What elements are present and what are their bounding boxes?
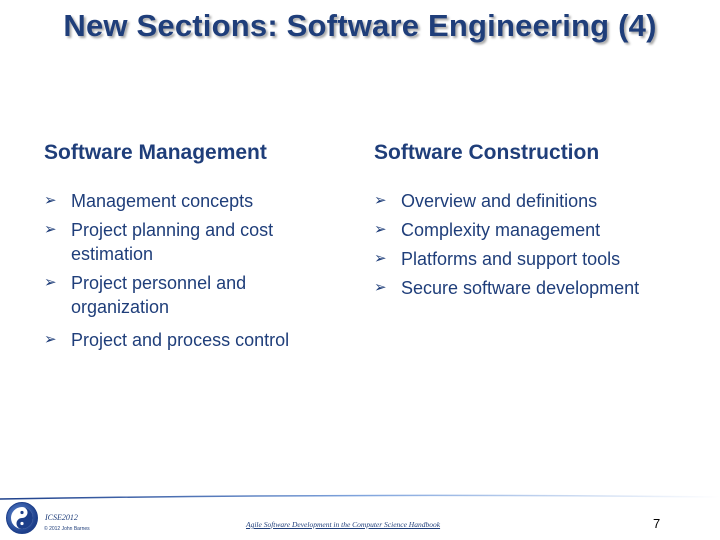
list-item: ➢ Project personnel and organization (44, 271, 344, 319)
list-item-text: Complexity management (401, 220, 601, 240)
left-column: Software Management ➢ Management concepts… (44, 141, 344, 357)
bullet-arrow-icon: ➢ (44, 331, 57, 348)
right-column-heading: Software Construction (374, 141, 600, 164)
bullet-arrow-icon: ➢ (374, 221, 387, 238)
book-title-link[interactable]: Agile Software Development in the Comput… (246, 520, 441, 529)
right-column: Software Construction ➢ Overview and defi… (374, 141, 704, 305)
bullet-arrow-icon: ➢ (44, 221, 57, 238)
list-item: ➢ Platforms and support tools (374, 247, 704, 271)
yin-yang-logo-icon (6, 502, 38, 534)
bullet-arrow-icon: ➢ (374, 192, 387, 209)
list-item-text: Management concepts (71, 191, 254, 211)
conference-label: ICSE2012 (45, 513, 78, 522)
list-item: ➢ Complexity management (374, 218, 704, 242)
list-item-text: Secure software development (401, 278, 640, 298)
list-item-text: Overview and definitions (401, 191, 598, 211)
page-number: 7 (653, 516, 661, 531)
list-item: ➢ Project planning and cost estimation (44, 218, 344, 266)
list-item-text: Project and process control (71, 330, 290, 350)
list-item: ➢ Overview and definitions (374, 189, 704, 213)
bullet-arrow-icon: ➢ (44, 192, 57, 209)
left-column-heading: Software Management (44, 141, 267, 164)
slide-footer: ICSE2012 © 2012 John Barnes Agile Softwa… (0, 494, 720, 540)
bullet-arrow-icon: ➢ (374, 279, 387, 296)
bullet-arrow-icon: ➢ (374, 250, 387, 267)
list-item: ➢ Management concepts (44, 189, 344, 213)
copyright-text: © 2012 John Barnes (44, 526, 90, 532)
footer-divider (0, 494, 720, 500)
right-bullet-list: ➢ Overview and definitions ➢ Complexity ma… (374, 189, 704, 300)
list-item-text: Project planning and cost estimation (71, 220, 274, 264)
list-item-text: Platforms and support tools (401, 249, 621, 269)
left-bullet-list: ➢ Management concepts ➢ Project planning a… (44, 189, 344, 352)
slide-title: New Sections: Software Engineering (4) (63, 8, 657, 43)
bullet-arrow-icon: ➢ (44, 274, 57, 291)
list-item: ➢ Secure software development (374, 276, 704, 300)
list-item-text: Project personnel and organization (71, 273, 247, 317)
list-item: ➢ Project and process control (44, 328, 344, 352)
